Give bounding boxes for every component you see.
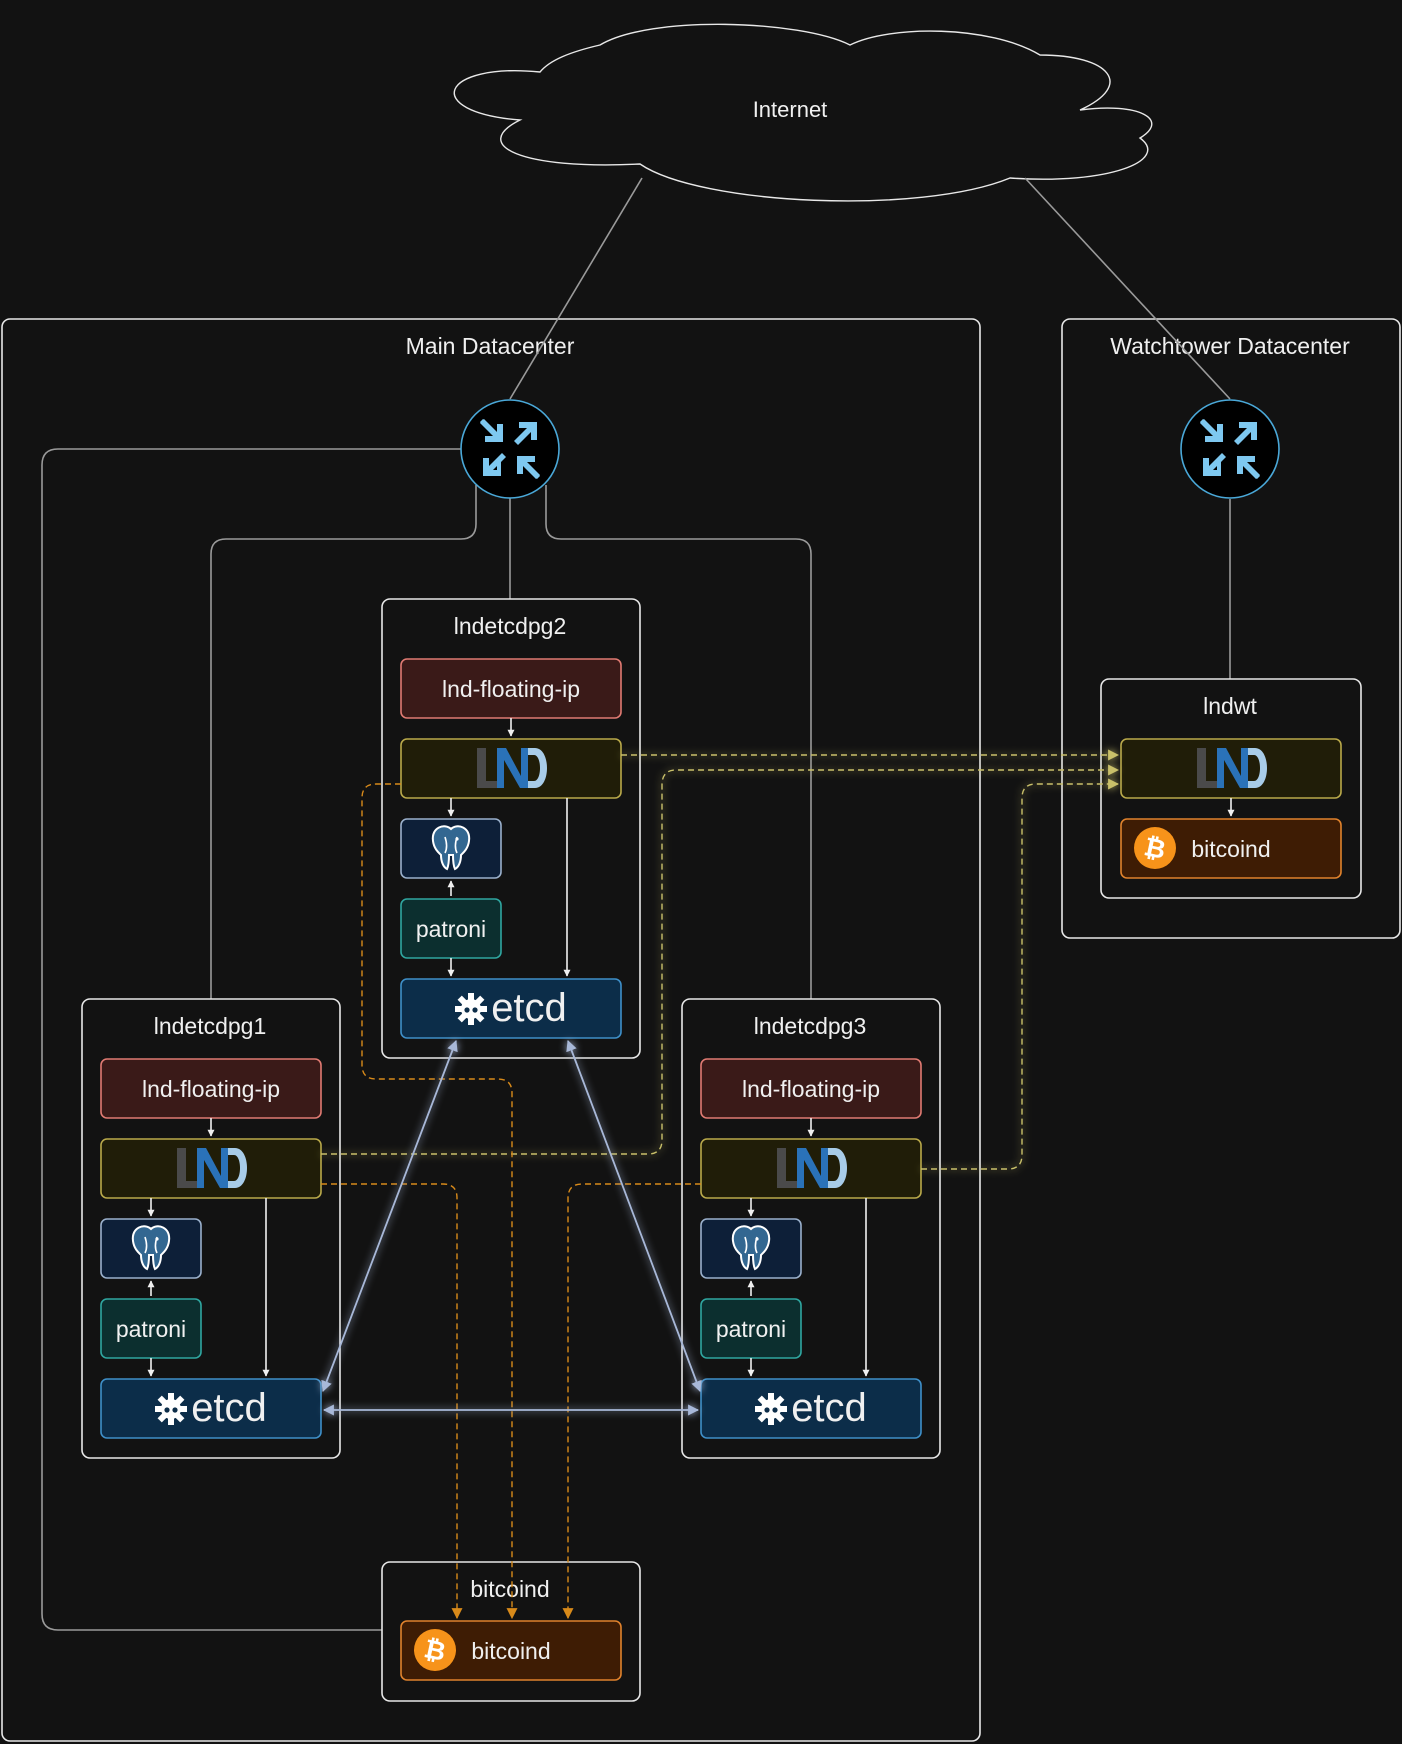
main-datacenter-box (1, 318, 981, 1742)
floating-ip-label: lnd-floating-ip (142, 1076, 280, 1102)
etcd-label: etcd (491, 986, 567, 1030)
bitcoind-label: bitcoind (471, 1638, 550, 1664)
etcd-logo-icon (755, 1393, 787, 1425)
bitcoind-container: bitcoind bitcoind (381, 1561, 641, 1702)
bitcoind-label: bitcoind (1191, 836, 1270, 862)
node-label: lndetcdpg2 (454, 613, 567, 639)
node-lndetcdpg3: lndetcdpg3 lnd-floating-ip patroni etcd (681, 998, 941, 1459)
floating-ip-label: lnd-floating-ip (742, 1076, 880, 1102)
etcd-logo-icon (455, 993, 487, 1025)
node-label: lndetcdpg3 (754, 1013, 867, 1039)
watchtower-datacenter-label: Watchtower Datacenter (1110, 333, 1350, 359)
network-links (41, 177, 1231, 1631)
internet-label: Internet (753, 97, 828, 122)
bitcoind-container-label: bitcoind (470, 1576, 549, 1602)
etcd-box[interactable] (700, 1378, 922, 1439)
floating-ip-label: lnd-floating-ip (442, 676, 580, 702)
node-lndwt: lndwt bitcoind (1100, 678, 1362, 899)
watchtower-datacenter-box (1061, 318, 1401, 939)
patroni-label: patroni (416, 916, 486, 942)
node-lndetcdpg2: lndetcdpg2 lnd-floating-ip patroni etcd (381, 598, 641, 1059)
bitcoind-links (321, 783, 701, 1620)
main-router-icon[interactable] (460, 399, 560, 499)
internet-cloud (453, 23, 1153, 202)
etcd-cluster-links (321, 1039, 702, 1416)
node-lndetcdpg1: lndetcdpg1 lnd-floating-ip patroni etcd (81, 998, 341, 1459)
bitcoind-box[interactable] (400, 1620, 622, 1681)
watchtower-router-icon[interactable] (1180, 399, 1280, 499)
node-label: lndetcdpg1 (154, 1013, 267, 1039)
bitcoind-box[interactable] (1120, 818, 1342, 879)
etcd-label: etcd (791, 1386, 867, 1430)
etcd-box[interactable] (400, 978, 622, 1039)
bitcoin-coin-icon (414, 1629, 456, 1671)
etcd-box[interactable] (100, 1378, 322, 1439)
bitcoin-coin-icon (1134, 827, 1176, 869)
etcd-label: etcd (191, 1386, 267, 1430)
patroni-label: patroni (116, 1316, 186, 1342)
main-datacenter-label: Main Datacenter (406, 333, 575, 359)
etcd-logo-icon (155, 1393, 187, 1425)
patroni-label: patroni (716, 1316, 786, 1342)
node-label: lndwt (1203, 693, 1257, 719)
